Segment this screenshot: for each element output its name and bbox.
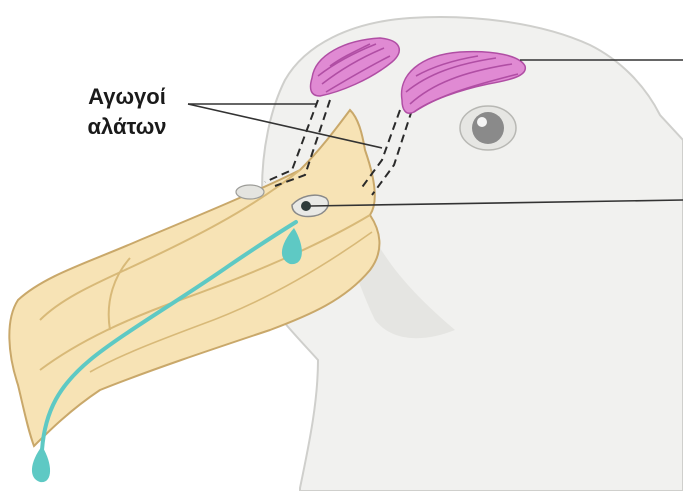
beak-nostril <box>236 185 264 199</box>
salt-ducts-label-line1: Αγωγοί <box>62 82 192 112</box>
salt-ducts-label-line2: αλάτων <box>62 112 192 142</box>
nostril-opening <box>301 201 311 211</box>
salt-ducts-label: Αγωγοί αλάτων <box>62 82 192 142</box>
eye-icon <box>460 106 516 150</box>
secretion-drop-tip <box>32 446 50 482</box>
